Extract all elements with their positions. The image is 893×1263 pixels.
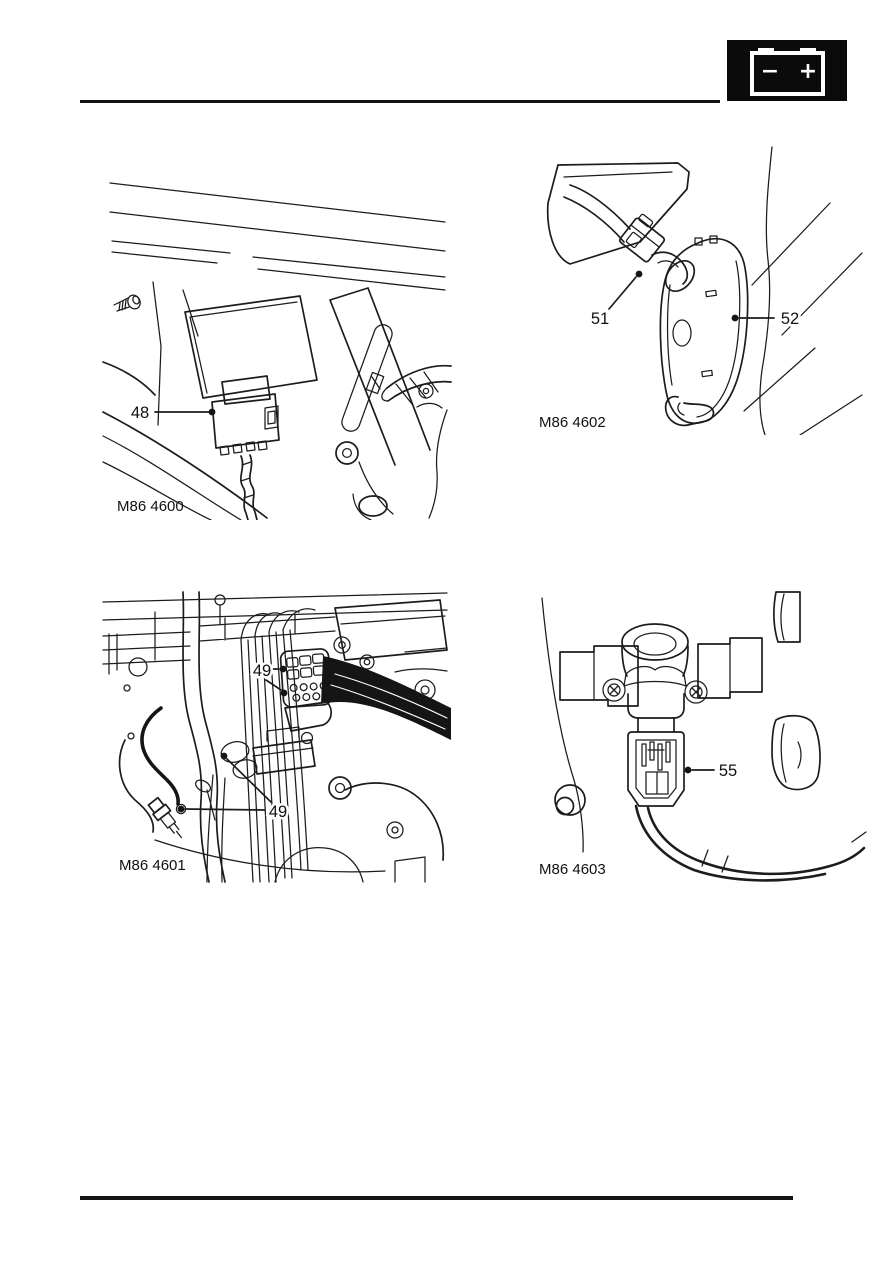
figure-m86-4602: 51 52 M86 4602 (530, 145, 870, 435)
leader-line (265, 679, 282, 691)
injector-pipes (240, 608, 316, 883)
figure-caption: M86 4603 (539, 861, 606, 878)
leader-dot (208, 408, 216, 416)
mounting-bracket (559, 637, 763, 707)
panel-line (109, 211, 446, 252)
panel-hole (127, 732, 135, 740)
figure-caption: M86 4602 (539, 414, 606, 431)
callout-55: 55 (719, 762, 737, 780)
side-repeater-lamp (659, 235, 749, 427)
harness-cable (569, 184, 631, 230)
leader-line (226, 758, 272, 803)
panel-edge (541, 597, 584, 853)
footer-rule (80, 1196, 793, 1200)
leader-line (184, 808, 266, 811)
leader-dot (280, 689, 288, 697)
body-panel-line (743, 347, 816, 412)
callout-48: 48 (131, 404, 149, 422)
figure-m86-4601-illustration: 49 49 M86 4601 (102, 591, 451, 883)
leader-dot (635, 270, 643, 278)
sensor-connector (627, 731, 685, 807)
body-panel-line (781, 252, 863, 336)
support-strut (329, 287, 431, 466)
panel-edge (152, 281, 162, 426)
engine-outline (102, 411, 268, 519)
rubber-buffer-bottom (771, 714, 821, 791)
battery-outline (750, 51, 825, 96)
sensor-cable (634, 804, 867, 882)
leader-dot (279, 665, 287, 673)
callout-52: 52 (781, 310, 799, 328)
leader-dot (731, 314, 739, 322)
leader-dot (220, 752, 228, 760)
battery-plus-sign: + (799, 59, 817, 84)
engine-details (154, 741, 445, 883)
battery-icon: − + (727, 40, 847, 101)
figure-m86-4603-illustration: 55 M86 4603 (539, 591, 867, 882)
rubber-buffer-top (773, 591, 801, 643)
grommet (554, 784, 586, 816)
panel-line (111, 240, 446, 278)
leader-line (608, 276, 637, 310)
figure-m86-4600-illustration: 48 M86 4600 (102, 182, 452, 520)
relay-connector (211, 375, 280, 520)
body-panel-line (799, 394, 863, 435)
hose (182, 591, 210, 883)
panel-hole (123, 684, 131, 692)
pump-harness (284, 656, 451, 745)
body-panel-line (759, 146, 773, 435)
callout-51: 51 (591, 310, 609, 328)
pump-connector (279, 648, 333, 708)
figure-caption: M86 4601 (119, 857, 186, 874)
grommet (555, 796, 575, 816)
mounting-face (335, 409, 448, 520)
leader-dot (684, 766, 692, 774)
leader-dot (177, 805, 185, 813)
engine-outline (102, 461, 212, 520)
panel-line (109, 182, 446, 223)
battery-minus-sign: − (761, 59, 779, 84)
figure-m86-4600: 48 M86 4600 (95, 150, 455, 520)
callout-49-upper: 49 (253, 662, 271, 680)
chassis-rails (102, 592, 448, 675)
latch-bracket (381, 364, 452, 409)
body-panel-line (751, 202, 831, 286)
battery-icon-graphic: − + (727, 40, 847, 101)
panel-edge (182, 289, 199, 337)
hose (198, 591, 226, 883)
callout-49-lower: 49 (269, 803, 287, 821)
pipe-clip (252, 726, 316, 775)
figure-m86-4601: 49 49 M86 4601 (95, 590, 455, 885)
header-rule (80, 100, 720, 103)
sensor-cable (118, 706, 187, 839)
relay-cover (184, 295, 318, 399)
figure-caption: M86 4600 (117, 498, 184, 515)
battery-icon-background (727, 40, 847, 101)
sensor-body (602, 623, 708, 733)
engine-outline (102, 435, 242, 520)
figure-m86-4603: 55 M86 4603 (530, 590, 870, 885)
panel-hole (128, 657, 148, 677)
screw (113, 294, 141, 312)
shield-panel (546, 162, 690, 265)
harness-cable (563, 196, 625, 243)
panel-line (111, 251, 446, 291)
fender-line (102, 361, 156, 396)
figure-m86-4602-illustration: 51 52 M86 4602 (539, 146, 863, 435)
